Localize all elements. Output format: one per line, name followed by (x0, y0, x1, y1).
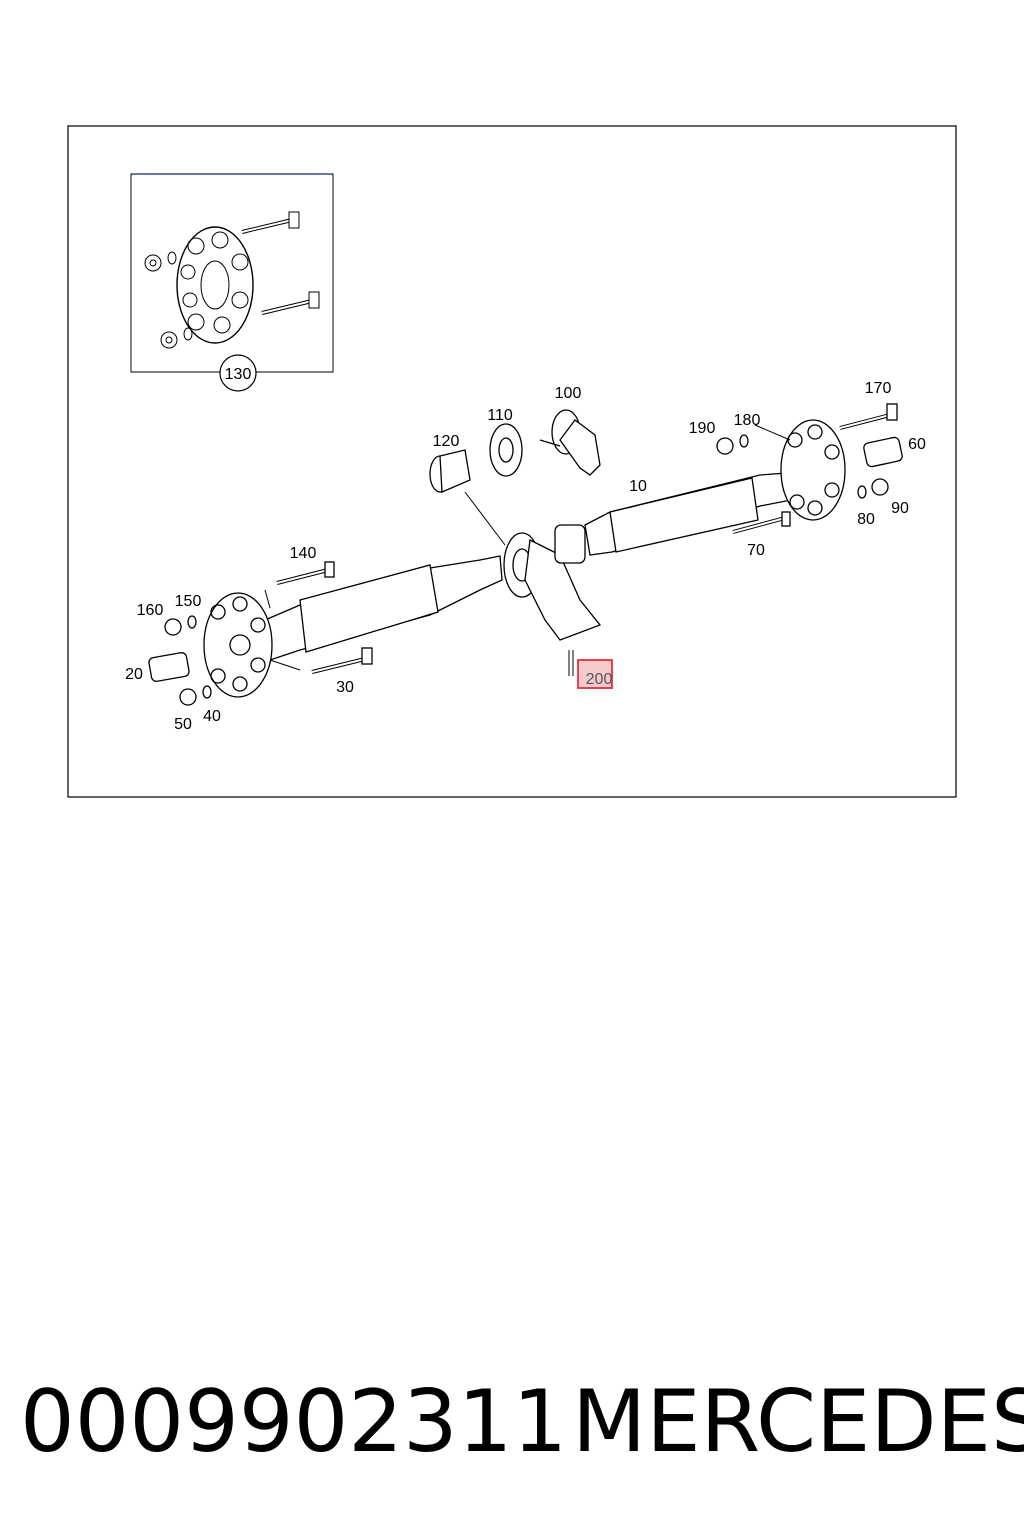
callout-20: 20 (125, 666, 143, 683)
callout-100: 100 (555, 385, 582, 402)
brand-name: MERCEDES (572, 1372, 1024, 1472)
center-bearing-parts (429, 409, 601, 676)
callout-10: 10 (629, 478, 647, 495)
callout-110: 110 (487, 407, 513, 424)
callout-160: 160 (137, 602, 164, 619)
callout-180: 180 (734, 412, 761, 429)
leader-lines (264, 424, 791, 671)
front-flex-disc (716, 403, 903, 534)
callout-170: 170 (865, 380, 892, 397)
part-number: 0009902311 (20, 1372, 568, 1472)
diagram-frame (67, 125, 957, 798)
highlight-box-200 (577, 659, 613, 689)
callout-40: 40 (203, 708, 221, 725)
callout-80: 80 (857, 511, 875, 528)
callout-60: 60 (908, 436, 926, 453)
callout-90: 90 (891, 500, 909, 517)
rear-flex-disc (148, 561, 373, 706)
callout-190: 190 (689, 420, 716, 437)
callout-120: 120 (433, 433, 460, 450)
callout-200: 200 (586, 671, 613, 688)
callout-50: 50 (174, 716, 192, 733)
callout-140: 140 (290, 545, 317, 562)
callout-130: 130 (225, 366, 252, 383)
driveshaft-exploded-diagram: 130 (67, 125, 957, 798)
drive-shaft (264, 471, 803, 661)
callout-30: 30 (336, 679, 354, 696)
callout-150: 150 (175, 593, 202, 610)
callout-70: 70 (747, 542, 765, 559)
inset-flex-disc-kit (130, 173, 334, 392)
